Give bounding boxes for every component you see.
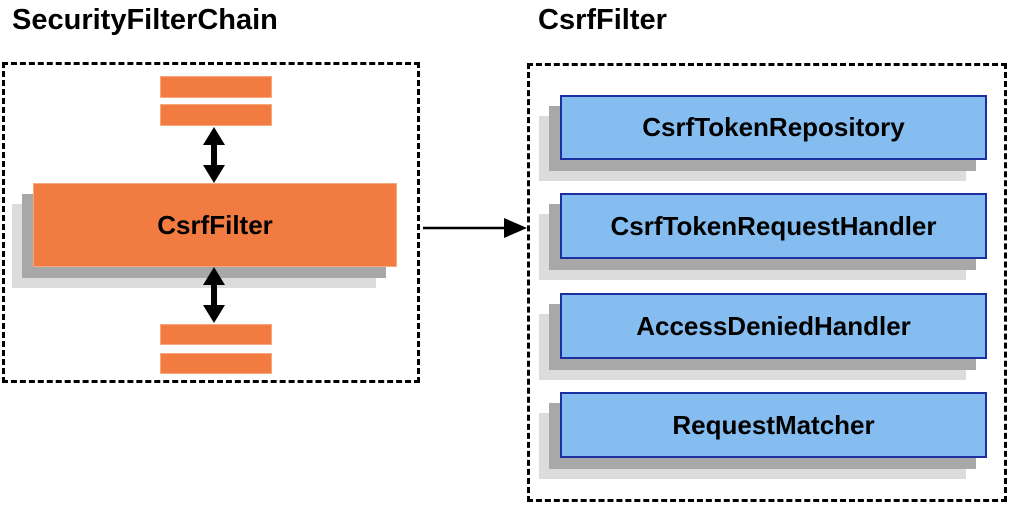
component-box-csrf-token-repository: CsrfTokenRepository — [560, 95, 987, 160]
component-box-request-matcher: RequestMatcher — [560, 392, 987, 458]
filter-chain-stub-bottom-1 — [160, 324, 272, 345]
component-label: RequestMatcher — [672, 409, 875, 440]
component-label: CsrfTokenRequestHandler — [610, 210, 937, 241]
csrf-filter-title: CsrfFilter — [538, 4, 667, 36]
csrf-filter-box: CsrfFilter — [33, 183, 397, 267]
csrf-filter-container — [527, 63, 1007, 502]
csrf-filter-box-label: CsrfFilter — [157, 209, 273, 240]
component-label: AccessDeniedHandler — [636, 310, 911, 341]
right-arrow-icon — [423, 218, 527, 238]
component-box-csrf-token-request-handler: CsrfTokenRequestHandler — [560, 193, 987, 259]
security-filter-chain-container — [2, 62, 420, 383]
filter-chain-stub-top-1 — [160, 76, 272, 98]
filter-chain-stub-bottom-2 — [160, 353, 272, 374]
component-label: CsrfTokenRepository — [642, 112, 905, 142]
component-box-access-denied-handler: AccessDeniedHandler — [560, 293, 987, 359]
security-filter-chain-title: SecurityFilterChain — [12, 4, 278, 36]
filter-chain-stub-top-2 — [160, 104, 272, 126]
